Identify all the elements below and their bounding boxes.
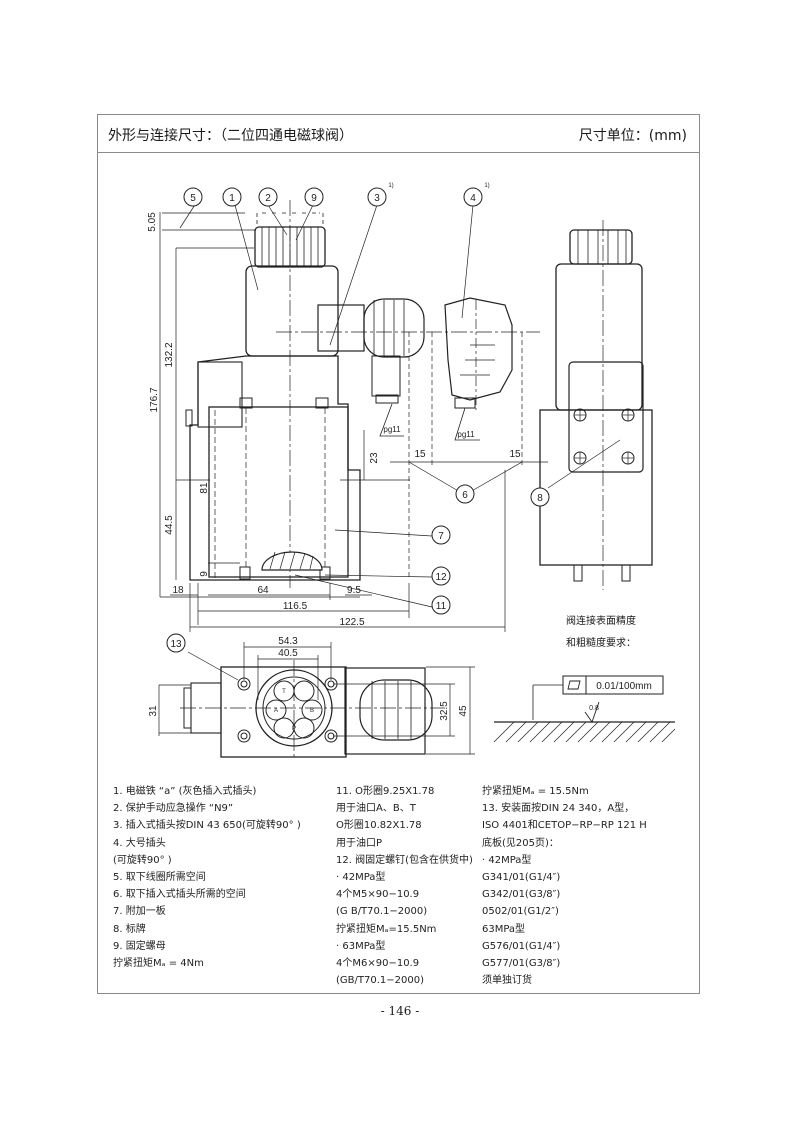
- callout-circles: [166, 187, 550, 653]
- surface-symbol: [493, 675, 676, 743]
- note-item: · 42MPa型: [482, 854, 532, 866]
- note-item: 13. 安装面按DIN 24 340，A型，: [482, 803, 635, 815]
- note-item: ISO 4401和CETOP−RP−RP 121 H: [482, 820, 647, 832]
- note-item: 用于油口A、B、T: [336, 803, 416, 815]
- note-item: 4个M5×90−10.9: [336, 889, 420, 901]
- note-item: G577/01(G3/8″): [482, 958, 561, 970]
- note-item: 4个M6×90−10.9: [336, 958, 420, 970]
- notes-column-2: 11. O形圈9.25X1.78 用于油口A、B、T O形圈10.82X1.78…: [336, 783, 473, 989]
- note-item: 3. 插入式插头按DIN 43 650(可旋转90° ): [113, 820, 301, 832]
- dim-81: 81: [199, 482, 210, 494]
- note-item: · 42MPa型: [336, 872, 386, 884]
- dim-64: 64: [257, 585, 269, 596]
- callout-9: 9: [311, 193, 317, 204]
- top-view: [158, 642, 475, 760]
- front-view: [159, 199, 548, 632]
- notes-column-1: 1. 电磁铁 “a” (灰色插入式插头) 2. 保护手动应急操作 “N9” 3.…: [113, 783, 301, 972]
- dim-5-05: 5.05: [147, 212, 158, 232]
- dim-31: 31: [148, 705, 159, 717]
- note-item: G576/01(G1/4″): [482, 940, 561, 952]
- note-item: 12. 阀固定螺钉(包含在供货中): [336, 854, 473, 866]
- dim-45: 45: [458, 705, 469, 717]
- note-item: 9. 固定螺母: [113, 940, 166, 952]
- note-item: 63MPa型: [482, 923, 526, 935]
- note-item: 底板(见205页)：: [482, 837, 559, 849]
- dim-9-5: 9.5: [347, 585, 361, 596]
- svg-text:B: B: [310, 708, 314, 714]
- unit-label: 尺寸单位：(mm): [578, 128, 687, 144]
- note-item: 2. 保护手动应急操作 “N9”: [113, 803, 234, 815]
- dim-9: 9: [199, 571, 210, 577]
- note-item: 11. O形圈9.25X1.78: [336, 786, 435, 797]
- callout-6: 6: [462, 490, 468, 501]
- callout-3: 3: [374, 193, 380, 204]
- svg-text:T: T: [282, 689, 286, 695]
- dim-122-5: 122.5: [339, 617, 364, 628]
- notes-column-3: 拧紧扭矩Mₐ = 15.5Nm 13. 安装面按DIN 24 340，A型， I…: [482, 783, 647, 989]
- note-item: O形圈10.82X1.78: [336, 820, 422, 832]
- page-title: 外形与连接尺寸：（二位四通电磁球阀）: [108, 128, 353, 144]
- note-item: (G B/T70.1−2000): [336, 906, 428, 918]
- callout-4-sup: 1): [484, 183, 489, 189]
- page-number: - 146 -: [380, 1004, 420, 1018]
- callout-8: 8: [537, 493, 543, 504]
- callout-4: 4: [470, 193, 476, 204]
- note-item: 0502/01(G1/2″): [482, 906, 559, 918]
- svg-text:A: A: [274, 708, 278, 714]
- pg-label-1: pg11: [383, 425, 401, 434]
- dim-44-5: 44.5: [164, 515, 175, 535]
- note-item: 1. 电磁铁 “a” (灰色插入式插头): [113, 786, 257, 797]
- note-item: 7. 附加一板: [113, 906, 166, 918]
- dim-54-3: 54.3: [278, 636, 298, 647]
- note-item: 须单独订货: [482, 975, 532, 987]
- dim-32-5: 32.5: [439, 701, 450, 721]
- callout-12: 12: [435, 572, 447, 583]
- dim-176-7: 176.7: [149, 387, 160, 412]
- note-item: 4. 大号插头: [113, 837, 166, 849]
- callout-11: 11: [436, 601, 447, 612]
- note-item: 6. 取下插入式插头所需的空间: [113, 889, 246, 901]
- note-item: 拧紧扭矩Mₐ = 4Nm: [113, 958, 204, 970]
- note-item: G342/01(G3/8″): [482, 889, 561, 901]
- dim-15-right: 15: [509, 449, 521, 460]
- note-item: 8. 标牌: [113, 923, 146, 935]
- callout-5: 5: [190, 193, 196, 204]
- note-item: 拧紧扭矩Mₐ=15.5Nm: [336, 923, 437, 935]
- callout-13: 13: [170, 639, 182, 650]
- svg-text:P: P: [292, 726, 296, 732]
- dim-116-5: 116.5: [283, 601, 308, 612]
- surface-requirement-line2: 和粗糙度要求：: [566, 638, 636, 649]
- drawing-frame: 外形与连接尺寸：（二位四通电磁球阀） 尺寸单位：(mm): [97, 114, 700, 994]
- flatness-value: 0.01/100mm: [596, 681, 652, 692]
- surface-requirement-line1: 阀连接表面精度: [566, 616, 636, 627]
- dim-18: 18: [172, 585, 184, 596]
- header-bar: 外形与连接尺寸：（二位四通电磁球阀） 尺寸单位：(mm): [98, 115, 699, 153]
- note-item: · 63MPa型: [336, 940, 386, 952]
- note-item: 拧紧扭矩Mₐ = 15.5Nm: [482, 786, 589, 797]
- side-view: [539, 220, 653, 590]
- dim-23: 23: [369, 452, 380, 464]
- dim-132-2: 132.2: [164, 342, 175, 367]
- pg-label-2: pg11: [457, 430, 475, 439]
- callout-7: 7: [438, 531, 444, 542]
- note-item: 用于油口P: [336, 837, 383, 849]
- note-item: G341/01(G1/4″): [482, 872, 561, 884]
- dim-15-left: 15: [414, 449, 426, 460]
- dim-40-5: 40.5: [278, 648, 298, 659]
- note-item: (可旋转90° ): [113, 854, 172, 866]
- callout-1: 1: [229, 193, 235, 204]
- note-item: (GB/T70.1−2000): [336, 975, 424, 987]
- note-item: 5. 取下线圈所需空间: [113, 872, 206, 884]
- callout-2: 2: [265, 193, 271, 204]
- roughness-value: 0.8: [589, 705, 599, 712]
- callout-3-sup: 1): [388, 183, 393, 189]
